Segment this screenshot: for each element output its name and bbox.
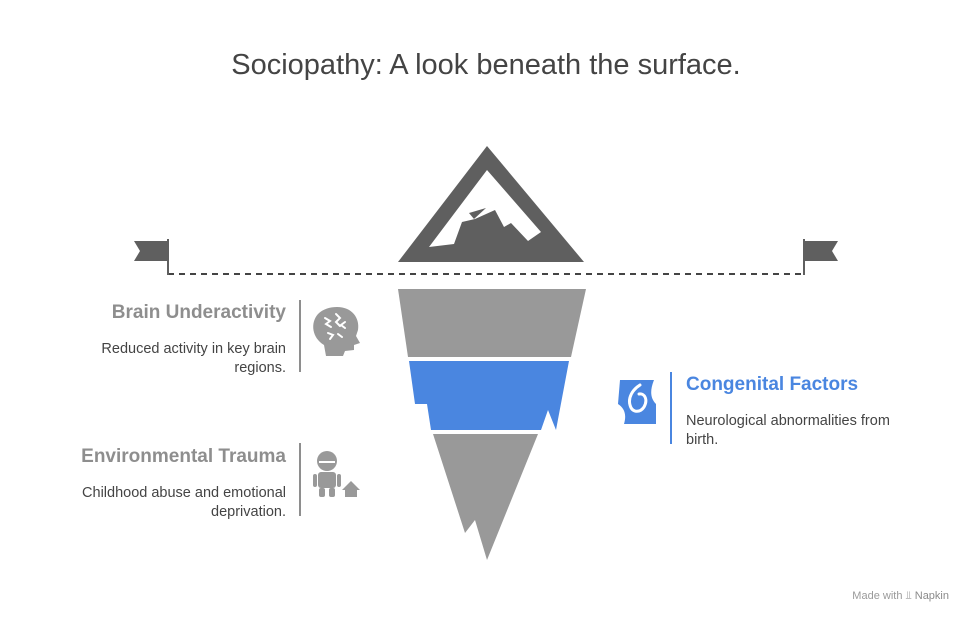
- mountain-tip-icon: [398, 146, 584, 262]
- iceberg-bottom-segment: [433, 434, 538, 560]
- footer-brand: Napkin: [914, 590, 949, 602]
- divider-congenital: [670, 372, 672, 444]
- child-home-icon: [313, 451, 360, 497]
- left-flag-icon: [134, 239, 169, 275]
- intestine-icon: [618, 380, 656, 424]
- iceberg-top-segment: [398, 289, 586, 357]
- item-description: Reduced activity in key brain regions.: [101, 341, 286, 376]
- footer-made-with: Made with: [852, 590, 903, 602]
- napkin-logo-icon: ⫫: [905, 590, 912, 602]
- item-congenital-factors: Congenital Factors Neurological abnormal…: [686, 374, 916, 450]
- item-heading: Environmental Trauma: [81, 446, 286, 467]
- iceberg-middle-segment: [409, 361, 569, 430]
- footer-credit: Made with ⫫ Napkin: [852, 590, 949, 603]
- right-flag-icon: [803, 239, 838, 275]
- divider-brain: [299, 300, 301, 372]
- item-environmental-trauma: Environmental Trauma Childhood abuse and…: [60, 446, 286, 522]
- item-description: Neurological abnormalities from birth.: [686, 413, 890, 448]
- divider-environment: [299, 443, 301, 516]
- brain-icon: [313, 307, 360, 356]
- item-brain-underactivity: Brain Underactivity Reduced activity in …: [60, 302, 286, 378]
- item-heading: Brain Underactivity: [111, 302, 286, 323]
- page-title: Sociopathy: A look beneath the surface.: [231, 49, 741, 81]
- item-heading: Congenital Factors: [686, 374, 859, 395]
- item-description: Childhood abuse and emotional deprivatio…: [82, 485, 286, 520]
